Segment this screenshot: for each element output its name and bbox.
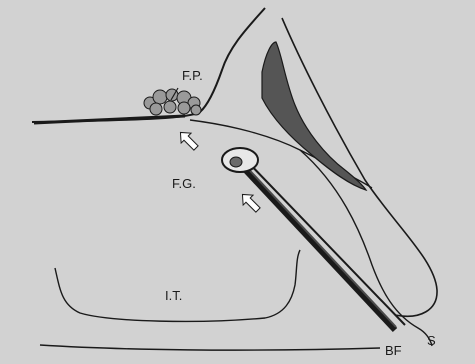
upper-direction-arrow: [175, 127, 200, 152]
it-label: I.T.: [165, 288, 182, 303]
fp-label: F.P.: [182, 68, 203, 83]
shaded-region: [262, 42, 366, 190]
instrument-rod-bf-inner: [240, 160, 396, 327]
fg-label: F.G.: [172, 176, 196, 191]
instrument-rod-s: [244, 158, 405, 325]
s-label: S: [427, 333, 436, 348]
fp-cluster: [144, 89, 201, 115]
it-outline: [55, 250, 300, 321]
bf-label: BF: [385, 343, 402, 358]
bottom-baseline: [40, 345, 380, 350]
right-curve: [282, 18, 437, 316]
floor-line: [34, 116, 185, 123]
fg-ring: [222, 148, 258, 172]
lower-direction-arrow: [237, 189, 262, 214]
